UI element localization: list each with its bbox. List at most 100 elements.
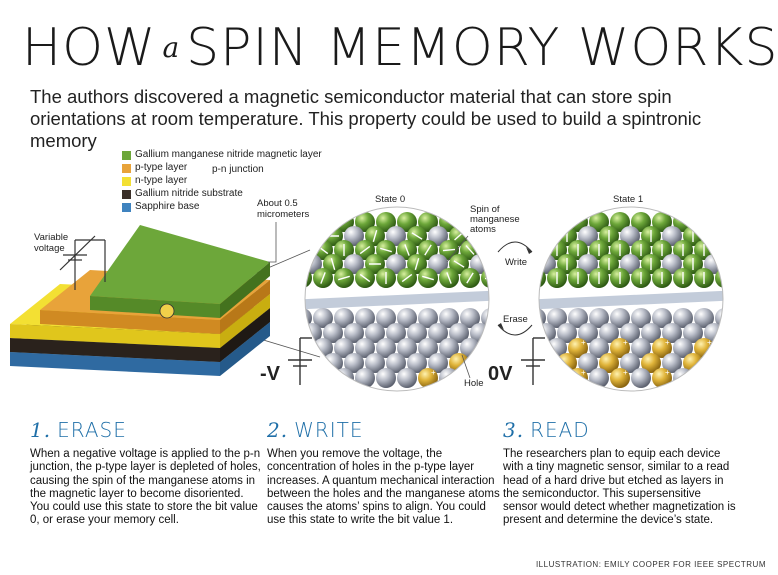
atom (568, 308, 588, 328)
atom (652, 308, 672, 328)
atom (715, 240, 723, 260)
state-1-atoms: ++++++++++ (539, 212, 745, 388)
atom (547, 308, 567, 328)
legend-swatch (122, 177, 131, 186)
step-number: 3. (503, 418, 525, 442)
variable-voltage-source (59, 235, 106, 290)
atom (481, 240, 489, 260)
spin-arrow (359, 245, 371, 255)
spin-arrow (424, 244, 432, 256)
atom (539, 212, 546, 232)
hole-marker: + (581, 368, 586, 377)
atom (305, 368, 312, 388)
atom (386, 254, 406, 274)
spin-arrow (465, 245, 475, 255)
write-arrow-head (526, 247, 532, 254)
title-part-1: HOW (22, 18, 157, 78)
atom (620, 323, 640, 343)
atom (428, 254, 448, 274)
spin-label: atoms (470, 224, 496, 235)
atom (539, 368, 546, 388)
thickness-bracket (268, 222, 277, 263)
atom (599, 323, 619, 343)
atom (715, 338, 723, 358)
atom (568, 338, 588, 358)
atom (397, 338, 417, 358)
atom (407, 353, 427, 373)
atom (704, 353, 723, 373)
hole-marker: + (665, 338, 670, 347)
write-label: Write (505, 257, 527, 268)
spin-label: manganese (470, 214, 520, 225)
spin-arrow (411, 232, 423, 240)
atom (578, 226, 598, 246)
spin-arrow (466, 272, 474, 284)
atom (652, 212, 672, 232)
atom (376, 308, 396, 328)
atom (418, 338, 438, 358)
legend-swatch (122, 164, 131, 173)
legend-swatch (122, 190, 131, 199)
spin-arrow (401, 273, 413, 283)
atom (673, 338, 693, 358)
atom (652, 338, 672, 358)
zero-voltage-label: 0V (488, 363, 513, 385)
atom (620, 226, 640, 246)
write-arrow (497, 241, 533, 253)
atom (397, 308, 417, 328)
atom (439, 368, 459, 388)
spin-arrow (442, 248, 456, 252)
spin-arrow (372, 230, 378, 242)
spin-arrow (330, 258, 336, 270)
atom (631, 338, 651, 358)
atom (344, 353, 364, 373)
atom (449, 323, 469, 343)
atom (313, 308, 333, 328)
atom (589, 308, 609, 328)
spin-arrow (446, 272, 452, 284)
step-title: READ (530, 418, 590, 442)
legend-swatch (122, 203, 131, 212)
atom (376, 368, 396, 388)
atom (344, 254, 364, 274)
atom (418, 212, 438, 232)
legend-label: Sapphire base (135, 201, 200, 213)
spin-arrow (338, 275, 350, 281)
state-0-label: State 0 (375, 194, 405, 205)
spin-memory-diagram: Variable voltage About 0.5 micrometers +… (10, 194, 745, 392)
atom (365, 353, 385, 373)
atom (386, 353, 406, 373)
battery-zero (521, 337, 545, 385)
legend-label: p-type layer (135, 162, 188, 174)
atom (673, 368, 693, 388)
legend-item-n: n-type layer (122, 175, 322, 188)
atom (610, 308, 630, 328)
variable-voltage-label: voltage (34, 243, 65, 254)
atom (470, 353, 489, 373)
state-1-label: State 1 (613, 194, 643, 205)
atom (386, 323, 406, 343)
atom (578, 254, 598, 274)
state-0-atoms: ++ (305, 212, 489, 388)
spin-arrow (414, 258, 420, 270)
atom (539, 353, 556, 373)
step-write-text: When you remove the voltage, the concent… (267, 448, 500, 527)
atom (418, 368, 438, 388)
atom (376, 212, 396, 232)
hole-marker: + (623, 338, 628, 347)
atom (376, 338, 396, 358)
step-read: 3.READ The researchers plan to equip eac… (503, 418, 738, 528)
step-erase-text: When a negative voltage is applied to th… (30, 448, 261, 527)
atom (725, 323, 745, 343)
atom (620, 254, 640, 274)
device-block (10, 225, 270, 376)
erase-label: Erase (503, 314, 528, 325)
illustration-credit: ILLUSTRATION: EMILY COOPER FOR IEEE SPEC… (535, 560, 766, 569)
hole-marker: + (665, 368, 670, 377)
thickness-label: About 0.5 (257, 198, 298, 209)
atom (386, 226, 406, 246)
negative-voltage-label: -V (260, 363, 281, 385)
atom (344, 323, 364, 343)
atom (547, 212, 567, 232)
